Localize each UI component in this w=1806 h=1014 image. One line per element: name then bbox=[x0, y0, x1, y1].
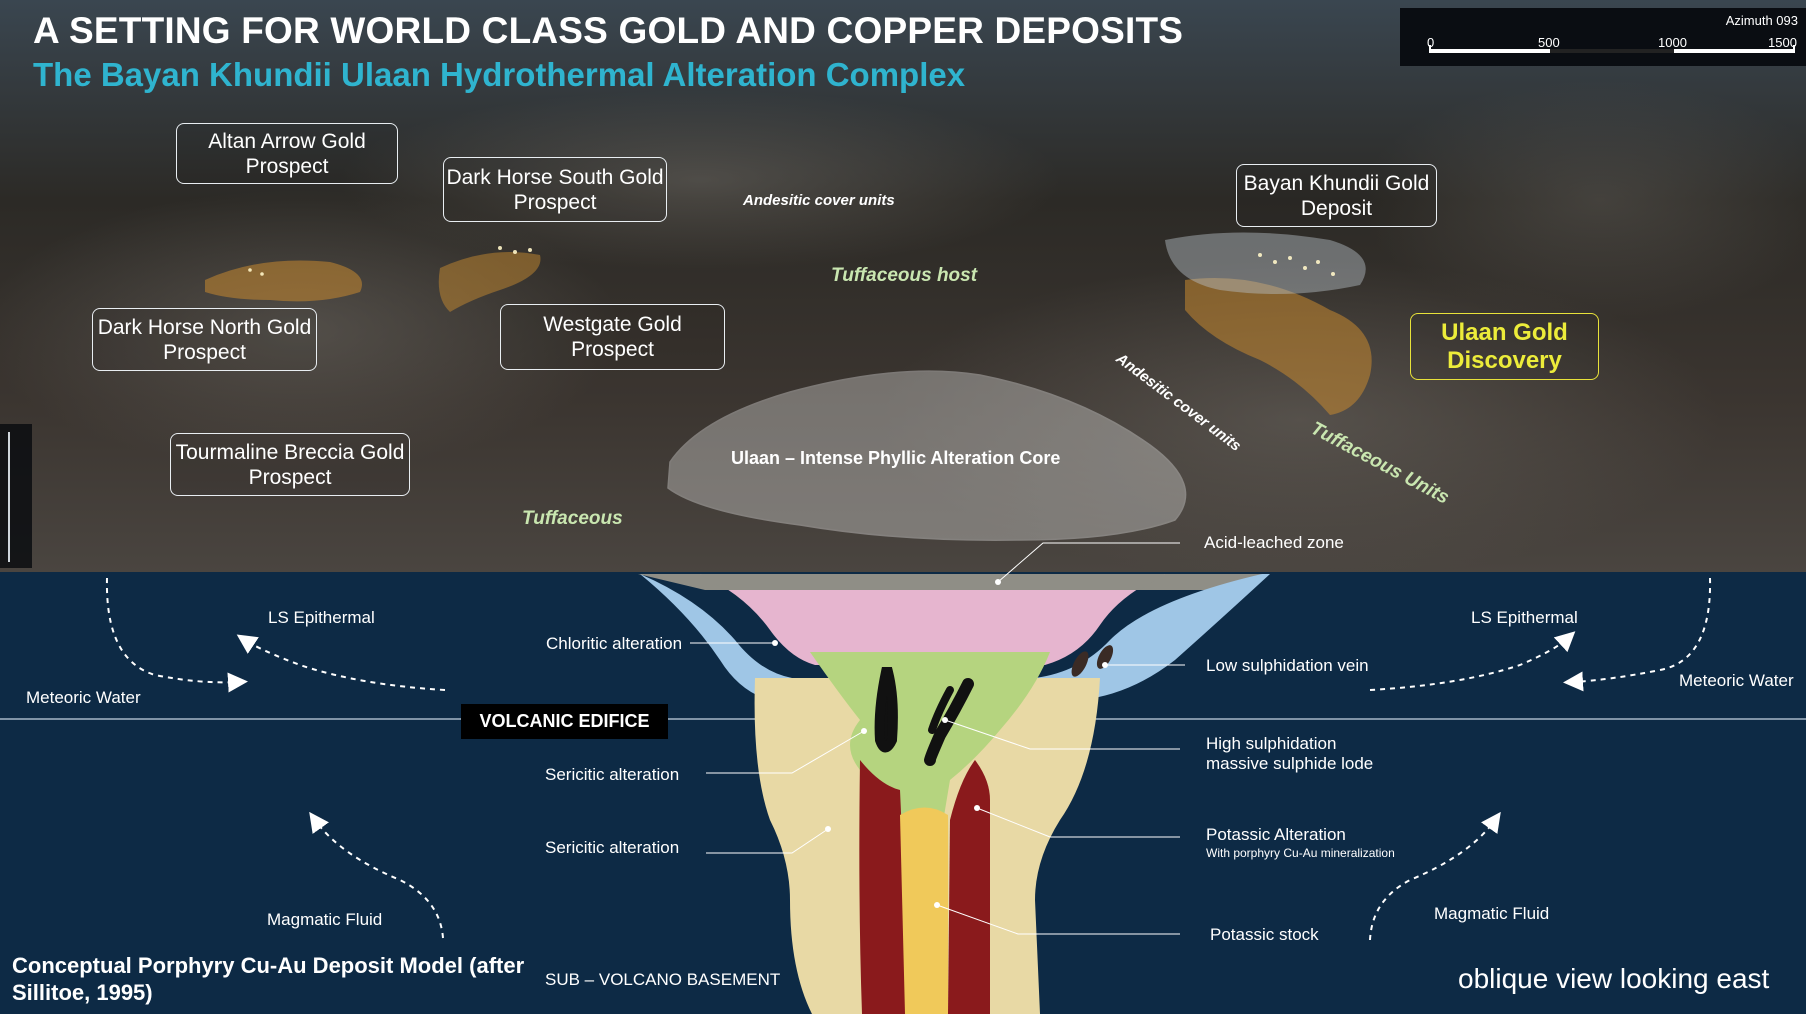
westgate-box: Westgate Gold Prospect bbox=[500, 304, 725, 370]
tuffaceous-label: Tuffaceous bbox=[522, 508, 623, 529]
slide-subtitle: The Bayan Khundii Ulaan Hydrothermal Alt… bbox=[33, 56, 966, 93]
sulphide-lode-2 bbox=[924, 678, 974, 766]
model-title: Conceptual Porphyry Cu-Au Deposit Model … bbox=[12, 953, 525, 1005]
scale-tick-0: 0 bbox=[1427, 35, 1435, 50]
altan-arrow-box: Altan Arrow Gold Prospect bbox=[176, 123, 398, 184]
magmatic-flow-left bbox=[309, 811, 444, 939]
ls-vein-1 bbox=[1071, 651, 1089, 677]
high-sulphidation-label: High sulphidation bbox=[1206, 734, 1337, 753]
ls-epithermal-left-label: LS Epithermal bbox=[268, 608, 375, 627]
magmatic-fluid-right-label: Magmatic Fluid bbox=[1434, 904, 1550, 923]
ls-flow-right bbox=[1369, 631, 1576, 691]
oblique-view-label: oblique view looking east bbox=[1458, 963, 1770, 994]
argillic-zone bbox=[700, 574, 1165, 665]
ls-flow-left bbox=[236, 634, 446, 691]
scale-tick-1000: 1000 bbox=[1658, 35, 1687, 50]
meteoric-water-left-label: Meteoric Water bbox=[26, 688, 141, 707]
volcanic-edifice-label: VOLCANIC EDIFICE bbox=[461, 704, 668, 739]
potassic-alteration bbox=[859, 760, 910, 1014]
potassic-stock bbox=[900, 807, 948, 1014]
phyllic-alteration-core bbox=[667, 370, 1187, 541]
low-sulphidation-label: Low sulphidation vein bbox=[1206, 656, 1369, 675]
meteoric-flow-right bbox=[1563, 577, 1712, 692]
ls-epithermal-right-label: LS Epithermal bbox=[1471, 608, 1578, 627]
ulaan-discovery-box: Ulaan Gold Discovery bbox=[1410, 313, 1599, 380]
bayan-khundii-footprint bbox=[1165, 232, 1366, 294]
bayan-khundii-box: Bayan Khundii Gold Deposit bbox=[1236, 164, 1437, 227]
alteration-zone-east bbox=[1185, 278, 1372, 415]
potassic-alteration-label: Potassic Alteration bbox=[1206, 825, 1346, 844]
potassic-alteration-east bbox=[948, 760, 990, 1014]
sub-volcano-basement-label: SUB – VOLCANO BASEMENT bbox=[545, 970, 781, 989]
alteration-zone-center bbox=[438, 251, 541, 312]
scale-bar: Azimuth 093 0 500 1000 1500 bbox=[1400, 8, 1806, 66]
tuffaceous-host-label: Tuffaceous host bbox=[831, 265, 978, 286]
meteoric-flow-left bbox=[105, 577, 248, 693]
chloritic-alteration-label: Chloritic alteration bbox=[546, 634, 683, 653]
magmatic-fluid-left-label: Magmatic Fluid bbox=[267, 910, 383, 929]
drill-dots bbox=[248, 246, 1335, 276]
azimuth-label: Azimuth 093 bbox=[1725, 13, 1798, 28]
scale-bar-line bbox=[1429, 45, 1795, 53]
andesitic-cover-label: Andesitic cover units bbox=[743, 192, 895, 209]
sericitic-alteration-label-1: Sericitic alteration bbox=[545, 765, 680, 784]
sericitic-alteration-label-2: Sericitic alteration bbox=[545, 838, 680, 857]
cap-top bbox=[700, 574, 1165, 590]
potassic-alteration-sublabel: With porphyry Cu-Au mineralization bbox=[1206, 846, 1395, 860]
ls-vein-2 bbox=[1096, 645, 1114, 669]
slide-title: A SETTING FOR WORLD CLASS GOLD AND COPPE… bbox=[33, 10, 1184, 51]
tourmaline-breccia-box: Tourmaline Breccia Gold Prospect bbox=[170, 433, 410, 496]
acid-leached-label: Acid-leached zone bbox=[1204, 533, 1344, 552]
scale-tick-500: 500 bbox=[1538, 35, 1560, 50]
alteration-zone-west bbox=[205, 260, 362, 302]
meteoric-water-right-label: Meteoric Water bbox=[1679, 671, 1794, 690]
sulphide-lode-1 bbox=[874, 667, 898, 753]
potassic-stock-label: Potassic stock bbox=[1210, 925, 1319, 944]
left-scale-strip bbox=[0, 424, 32, 568]
sulphide-lode-3 bbox=[928, 686, 954, 734]
dark-horse-south-box: Dark Horse South Gold Prospect bbox=[443, 157, 667, 222]
chloritic-zone bbox=[640, 574, 1270, 700]
ulaan-core-label: Ulaan – Intense Phyllic Alteration Core bbox=[731, 448, 1061, 468]
scale-tick-1500: 1500 bbox=[1768, 35, 1797, 50]
massive-sulphide-label: massive sulphide lode bbox=[1206, 754, 1374, 773]
dark-horse-north-box: Dark Horse North Gold Prospect bbox=[92, 308, 317, 371]
